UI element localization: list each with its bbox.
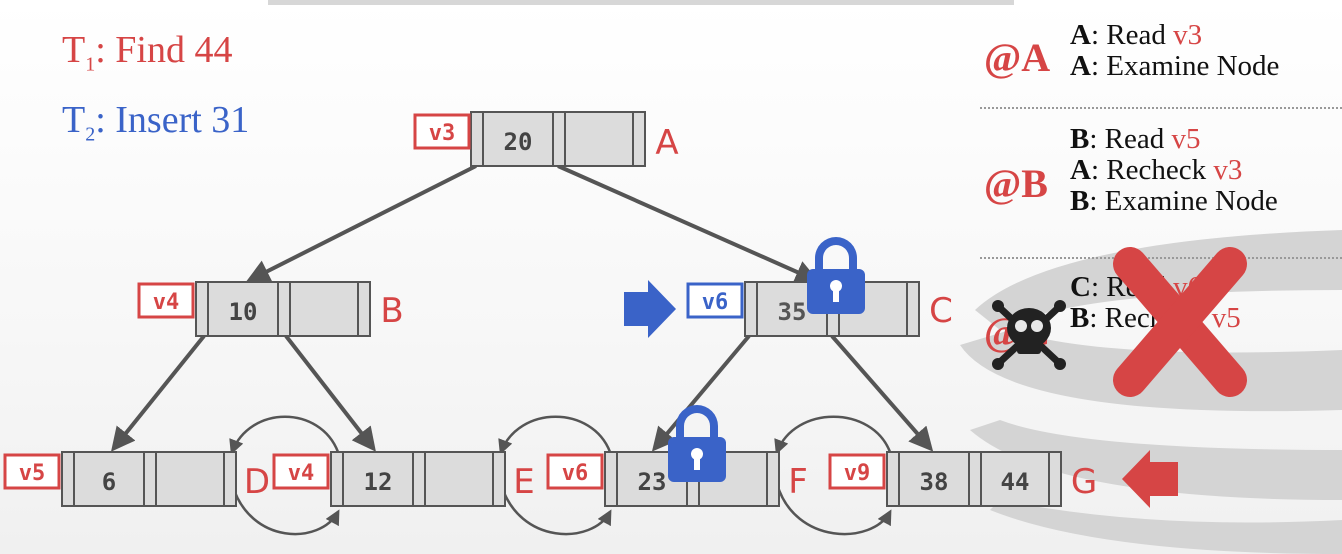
right-arrow-icon	[624, 280, 676, 338]
node-e-key-1: 12	[364, 468, 393, 496]
left-arrow-icon	[1122, 450, 1178, 508]
node-g-key-1: 38	[920, 468, 949, 496]
node-a-version: v3	[429, 121, 456, 146]
x-mark-icon	[1113, 247, 1247, 397]
database-icon	[960, 230, 1342, 554]
node-b-key-1: 10	[229, 298, 258, 326]
log-step-b: B: Read v5 A: Recheck v3 B: Examine Node	[1070, 123, 1278, 217]
skull-crossbones-icon	[992, 300, 1066, 370]
node-f-version-box	[546, 453, 604, 490]
node-g: 38 44 v9 G	[828, 451, 1097, 507]
node-d-version: v5	[19, 461, 46, 486]
log-separator	[980, 107, 1342, 109]
node-e-label: E	[513, 462, 534, 502]
lock-icon	[807, 237, 865, 314]
node-g-version: v9	[844, 461, 871, 486]
node-b-label: B	[380, 291, 403, 331]
tree-edges	[110, 164, 934, 452]
node-e: 12 v4 E	[272, 451, 535, 507]
node-f-version: v6	[562, 461, 589, 486]
node-b: 10 v4 B	[137, 281, 404, 337]
node-d-version-box	[3, 453, 61, 490]
node-f: 23 v6 F	[546, 451, 808, 507]
lock-icon	[668, 405, 726, 482]
node-b-version-box	[137, 282, 195, 319]
log-separator	[980, 257, 1342, 259]
node-a: 20 v3 A	[413, 111, 679, 167]
node-b-version: v4	[153, 290, 180, 315]
node-f-key-1: 23	[638, 468, 667, 496]
node-g-key-2: 44	[1001, 468, 1030, 496]
node-g-label: G	[1071, 462, 1097, 502]
node-a-label: A	[655, 123, 678, 163]
node-d-key-1: 6	[102, 468, 116, 496]
transaction-t2: T2: Insert 31	[62, 99, 250, 146]
transaction-t1: T1: Find 44	[62, 29, 233, 76]
node-c-version: v6	[702, 290, 729, 315]
node-a-key-1: 20	[504, 128, 533, 156]
edge-c-f	[651, 334, 751, 452]
node-e-version: v4	[288, 461, 315, 486]
node-a-version-box	[413, 113, 471, 150]
edge-a-c	[557, 164, 820, 284]
edge-b-e	[284, 334, 376, 452]
edge-b-d	[110, 334, 206, 452]
log-step-a: A: Read v3 A: Examine Node	[1070, 19, 1280, 82]
edge-c-g	[830, 334, 934, 452]
top-divider	[268, 0, 1014, 5]
edge-a-b	[245, 164, 477, 283]
node-f-label: F	[788, 462, 808, 502]
node-d: 6 v5 D	[3, 451, 270, 507]
step-b-label: @B	[984, 161, 1048, 206]
node-c-label: C	[929, 291, 953, 331]
node-g-version-box	[828, 453, 886, 490]
node-c-key-1: 35	[778, 298, 807, 326]
step-a-label: @A	[984, 35, 1051, 80]
node-c-version-box	[686, 282, 744, 319]
node-d-label: D	[244, 462, 270, 502]
node-e-version-box	[272, 453, 330, 490]
sibling-links	[229, 415, 892, 536]
